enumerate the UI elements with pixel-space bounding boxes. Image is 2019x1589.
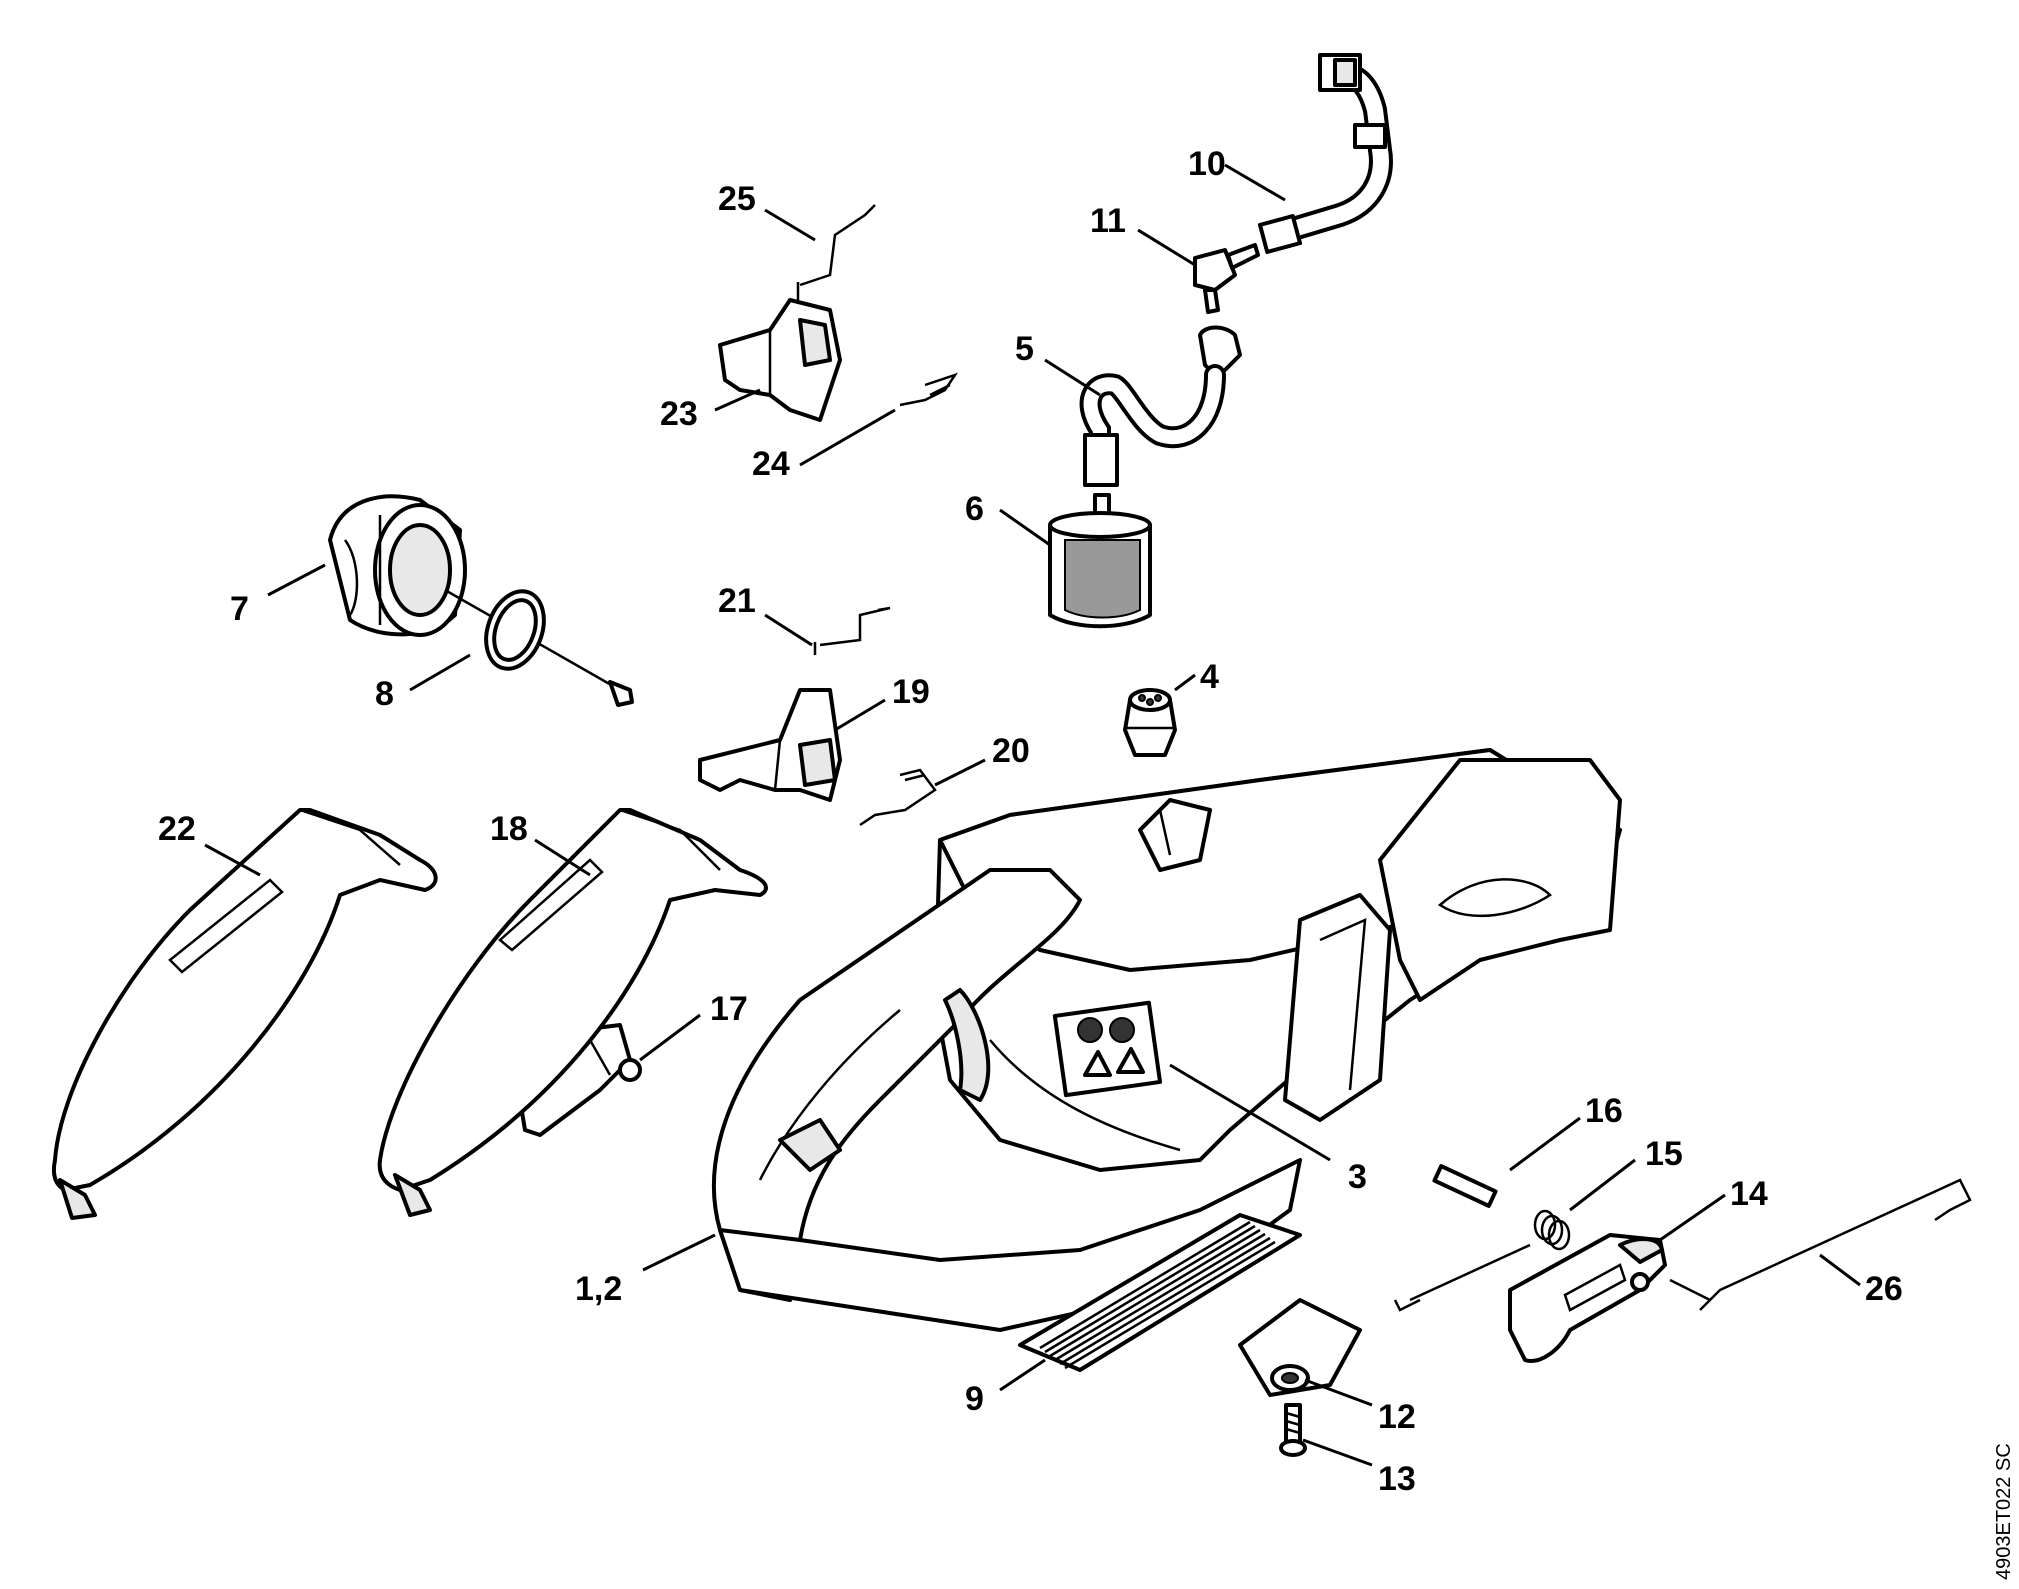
part-label-16: 16 xyxy=(1585,1092,1623,1130)
part-label-1-2: 1,2 xyxy=(575,1270,622,1308)
part-label-9: 9 xyxy=(965,1380,984,1418)
part-8-o-ring-drawing xyxy=(484,589,546,671)
part-11-elbow-drawing xyxy=(1193,243,1260,314)
part-housing-drawing xyxy=(712,748,1622,1332)
part-label-3: 3 xyxy=(1348,1158,1367,1196)
leader-lines xyxy=(204,163,1861,1467)
part-label-15: 15 xyxy=(1645,1135,1683,1173)
part-labels: 1,2 3 4 5 6 7 8 9 10 11 12 13 14 15 16 1… xyxy=(158,145,1903,1498)
drawing-code: 4903ET022 SC xyxy=(1993,1443,2015,1580)
part-label-22: 22 xyxy=(158,810,196,848)
part-label-12: 12 xyxy=(1378,1398,1416,1436)
part-21-wire-drawing xyxy=(813,606,891,655)
part-16-pin-drawing xyxy=(1432,1164,1498,1208)
part-label-17: 17 xyxy=(710,990,748,1028)
part-label-5: 5 xyxy=(1015,330,1034,368)
part-4-vent-drawing xyxy=(1123,688,1177,757)
part-label-13: 13 xyxy=(1378,1460,1416,1498)
part-19-bracket-drawing xyxy=(698,688,842,802)
part-12-plate-drawing xyxy=(1238,1298,1362,1397)
part-5-fuel-hose-drawing xyxy=(1079,325,1242,487)
part-label-8: 8 xyxy=(375,675,394,713)
part-14-trigger-drawing xyxy=(1508,1233,1667,1363)
part-9-mat-drawing xyxy=(1018,1213,1302,1372)
part-label-23: 23 xyxy=(660,395,698,433)
part-label-26: 26 xyxy=(1865,1270,1903,1308)
part-22-handle-cover-drawing xyxy=(51,808,438,1220)
part-25-wire-drawing xyxy=(796,204,876,300)
part-label-24: 24 xyxy=(752,445,790,483)
part-13-screw-drawing xyxy=(1279,1403,1307,1457)
part-20-clip-drawing xyxy=(859,768,937,827)
part-label-14: 14 xyxy=(1730,1175,1768,1213)
part-18-handle-cover-drawing xyxy=(377,808,768,1217)
part-6-fuel-filter-drawing xyxy=(1048,493,1152,629)
part-7-oil-pump-drawing xyxy=(328,494,634,707)
part-label-18: 18 xyxy=(490,810,528,848)
part-label-19: 19 xyxy=(892,673,930,711)
part-label-25: 25 xyxy=(718,180,756,218)
part-label-4: 4 xyxy=(1200,658,1219,696)
part-label-20: 20 xyxy=(992,732,1030,770)
part-23-bracket-drawing xyxy=(718,298,842,422)
part-label-7: 7 xyxy=(230,590,249,628)
part-15-spring-drawing xyxy=(1393,1209,1571,1312)
part-26-rod-drawing xyxy=(1669,1178,1972,1311)
part-label-21: 21 xyxy=(718,582,756,620)
part-24-clip-drawing xyxy=(899,372,959,407)
part-10-hose-drawing xyxy=(1257,53,1393,254)
part-label-11: 11 xyxy=(1090,202,1126,240)
part-label-10: 10 xyxy=(1188,145,1226,183)
part-label-6: 6 xyxy=(965,490,984,528)
